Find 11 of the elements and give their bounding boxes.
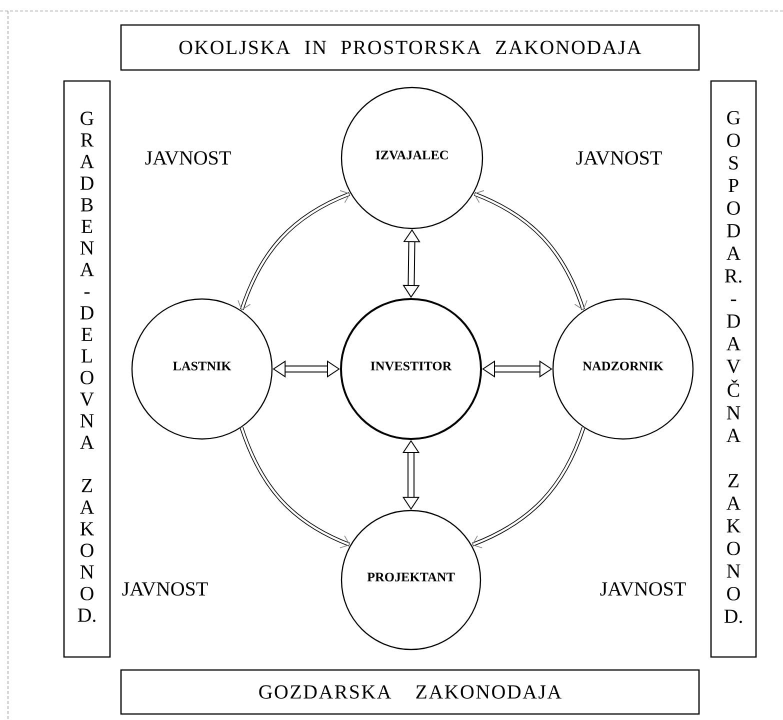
arc-arrow xyxy=(238,190,350,310)
arc-arrow xyxy=(474,190,588,310)
arc-arrow xyxy=(472,426,586,548)
law-banner: GOSPODAR.-DAVČNA ZAKONOD. xyxy=(710,80,757,658)
arc-arrow xyxy=(240,426,350,548)
law-banner: OKOLJSKA IN PROSTORSKA ZAKONODAJA xyxy=(120,24,700,71)
area-label: JAVNOST xyxy=(145,151,231,165)
area-label: JAVNOST xyxy=(600,582,686,596)
law-banner: GOZDARSKA ZAKONODAJA xyxy=(120,669,700,715)
area-label: JAVNOST xyxy=(576,151,662,165)
law-banner: GRADBENA-DELOVNA ZAKONOD. xyxy=(63,80,111,658)
